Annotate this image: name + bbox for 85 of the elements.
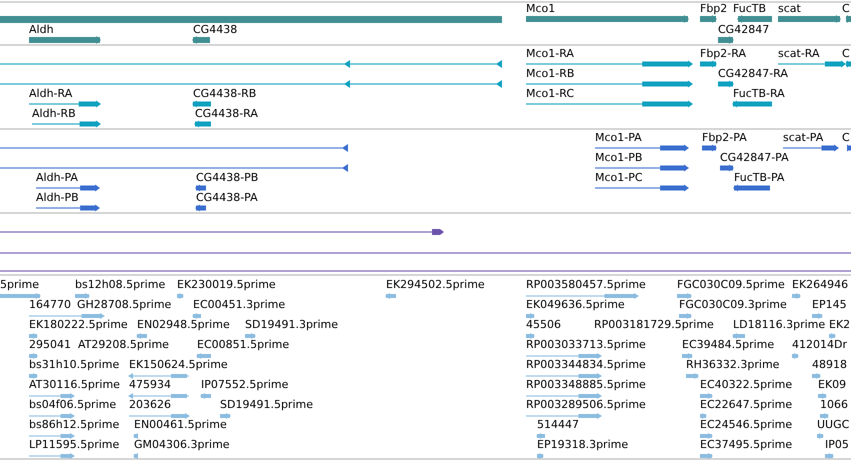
feature-label: EN00461.5prime [134, 418, 227, 431]
feature-label: Mco1 [526, 2, 556, 15]
feature-label: GM04306.3prime [134, 438, 230, 451]
feature-label: EP19318.3prime [537, 438, 628, 451]
feature-label: IP05 [825, 438, 849, 451]
feature-label: 475934 [129, 378, 171, 391]
feature-label: C [842, 2, 850, 15]
feature-label: EC24546.5prime [700, 418, 792, 431]
feature-label: Mco1-RC [526, 87, 574, 100]
feature-label: Fbp2 [700, 2, 728, 15]
feature-label: C [842, 47, 850, 60]
feature-label: RP003344834.5prime [526, 358, 646, 371]
feature-label: RP003289506.5prime [526, 398, 646, 411]
feature-label: 295041 [29, 338, 71, 351]
feature-label: EC00851.5prime [197, 338, 290, 351]
feature-label: RP003348885.5prime [526, 378, 646, 391]
feature-label: FGC030C09.5prime [677, 278, 785, 291]
feature-label: Fbp2-PA [702, 131, 747, 144]
feature-label: LP11595.5prime [29, 438, 120, 451]
feature-label: scat-RA [778, 47, 820, 60]
feature-label: 164770 [29, 298, 71, 311]
feature-label: 5prime [0, 278, 40, 291]
feature-label: RP003181729.5prime [594, 318, 714, 331]
feature-label: EN02948.5prime [137, 318, 230, 331]
feature-label: CG4438-PB [196, 171, 258, 184]
feature-label: Aldh [29, 23, 54, 36]
feature-label: FGC030C09.3prime [679, 298, 787, 311]
feature-label: bs04f06.5prime [29, 398, 116, 411]
feature-label: Aldh-RB [32, 107, 76, 120]
feature-label: EC40322.5prime [700, 378, 792, 391]
feature-label: Aldh-PB [36, 191, 79, 204]
feature-label: CG42847 [718, 23, 770, 36]
feature-label: FucTB-RA [733, 87, 785, 100]
feature-label: EK264946 [792, 278, 848, 291]
feature-label: Mco1-PC [595, 171, 643, 184]
feature-label: bs86h12.5prime [29, 418, 120, 431]
feature-label: FucTB [733, 2, 766, 15]
feature-label: AT30116.5prime [29, 378, 120, 391]
feature-label: scat [778, 2, 801, 15]
feature-label: EK2 [829, 318, 850, 331]
feature-label: EP145 [812, 298, 847, 311]
feature-label: EK049636.5prime [526, 298, 625, 311]
feature-label: EC37495.5prime [700, 438, 792, 451]
feature-label: RP003580457.5prime [526, 278, 646, 291]
feature-label: 412014Dr [792, 338, 847, 351]
feature-label: EC00451.3prime [193, 298, 286, 311]
feature-label: EC39484.5prime [682, 338, 774, 351]
feature-label: EK150624.5prime [129, 358, 228, 371]
feature-label: 48918 [812, 358, 847, 371]
feature-label: 514447 [537, 418, 579, 431]
feature-label: EK09 [818, 378, 846, 391]
feature-label: EK294502.5prime [386, 278, 485, 291]
feature-label: CG42847-RA [718, 67, 788, 80]
feature-label: Mco1-RB [526, 67, 574, 80]
feature-label: C [842, 131, 850, 144]
feature-label: AT29208.5prime [78, 338, 169, 351]
feature-label: 1066 [820, 398, 848, 411]
feature-label: GH28708.5prime [77, 298, 172, 311]
feature-label: CG4438-RA [195, 107, 258, 120]
feature-label: Fbp2-RA [700, 47, 746, 60]
feature-label: LD18116.3prime [733, 318, 826, 331]
feature-label: EC22647.5prime [700, 398, 792, 411]
feature-label: Mco1-PA [595, 131, 642, 144]
feature-label: CG42847-PA [720, 151, 789, 164]
feature-label: CG4438-PA [196, 191, 258, 204]
feature-label: SD19491.3prime [245, 318, 338, 331]
feature-label: IP07552.5prime [201, 378, 288, 391]
feature-label: SD19491.5prime [220, 398, 313, 411]
feature-label: bs12h08.5prime [75, 278, 166, 291]
feature-label: scat-PA [783, 131, 824, 144]
feature-label: 45506 [526, 318, 561, 331]
feature-label: Aldh-PA [36, 171, 78, 184]
feature-label: CG4438-RB [193, 87, 256, 100]
feature-label: CG4438 [193, 23, 238, 36]
feature-label: UUGC [817, 418, 850, 431]
feature-label: bs31h10.5prime [29, 358, 120, 371]
feature-label: FucTB-PA [734, 171, 784, 184]
feature-label: Mco1-RA [526, 47, 574, 60]
feature-label: Mco1-PB [595, 151, 642, 164]
feature-label: EK180222.5prime [29, 318, 128, 331]
feature-label: RH36332.3prime [686, 358, 780, 371]
feature-label: EK230019.5prime [177, 278, 276, 291]
feature-label: 203626 [129, 398, 171, 411]
feature-label: Aldh-RA [29, 87, 72, 100]
feature-label: RP003033713.5prime [526, 338, 646, 351]
